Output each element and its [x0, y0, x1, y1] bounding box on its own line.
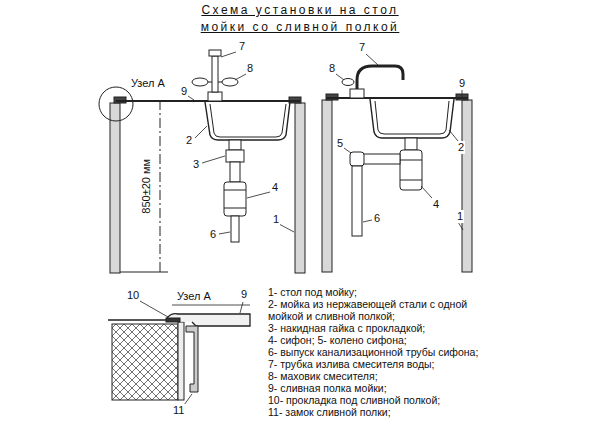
valve	[192, 78, 208, 86]
siphon	[400, 150, 422, 190]
dimension: 850±20 мм	[140, 158, 153, 215]
table-edge	[178, 322, 184, 400]
outlet-pipe	[231, 216, 239, 242]
callout-number: 11	[172, 404, 185, 417]
gasket	[166, 318, 180, 322]
legend-text: 6- выпуск канализационной трубы сифона;	[268, 347, 483, 359]
sink-shelf	[326, 97, 468, 99]
callout-number: 4	[271, 181, 279, 194]
callout-number: 7	[238, 40, 246, 53]
callout-number: 1	[272, 213, 280, 226]
callout-number: 2	[457, 141, 465, 154]
callout-number: 6	[209, 228, 217, 241]
drain	[229, 140, 241, 150]
table-wall	[110, 103, 120, 273]
sink-bowl	[370, 99, 454, 138]
legend-text: 7- трубка излива смесителя воды;	[268, 359, 483, 371]
sink-bowl	[205, 102, 290, 140]
sink-shelf-section	[108, 314, 250, 326]
detail-label: Узел А	[176, 290, 212, 303]
valve	[222, 78, 238, 86]
pipe	[230, 162, 240, 182]
legend-text: 11- замок сливной полки;	[268, 407, 483, 419]
callout-number: 9	[458, 77, 466, 90]
extension-line	[120, 272, 168, 273]
legend-text: 4- сифон; 5- колено сифона;	[268, 335, 483, 347]
table-wall	[295, 103, 305, 273]
faucet-base	[350, 89, 364, 98]
outlet-pipe	[352, 166, 362, 236]
title: Схема установки на стол мойки со сливной…	[180, 2, 420, 36]
clip	[186, 326, 198, 392]
callout-number: 10	[126, 289, 140, 302]
sink-bowl-inner	[210, 104, 286, 137]
callout-number: 3	[192, 158, 200, 171]
callout-number: 5	[336, 137, 344, 150]
faucet-base	[208, 92, 222, 101]
nut	[226, 150, 244, 162]
callout-number: 9	[240, 288, 248, 301]
callout-number: 7	[358, 41, 366, 54]
legend-text: 3- накидная гайка с прокладкой;	[268, 323, 483, 335]
dimension-line	[160, 100, 161, 272]
callout-number: 2	[185, 134, 193, 147]
faucet-spout	[357, 66, 403, 89]
table-wall	[462, 100, 472, 272]
callout-number: 6	[373, 212, 381, 225]
legend-text: 1- стол под мойку;	[268, 287, 483, 299]
detail-label: Узел А	[130, 77, 166, 90]
legend-text: 8- маховик смесителя;	[268, 371, 483, 383]
callout-number: 9	[180, 85, 188, 98]
siphon	[224, 182, 246, 216]
table-wall	[322, 100, 332, 272]
callout-number: 8	[246, 62, 254, 75]
faucet-spout	[209, 50, 221, 56]
faucet-stem	[212, 56, 218, 92]
legend-text: 9- сливная полка мойки;	[268, 383, 483, 395]
detail-circle	[99, 87, 133, 121]
callout-number: 1	[456, 210, 464, 223]
legend-text: 2- мойка из нержавеющей стали с одной мо…	[268, 299, 483, 322]
table-section	[112, 324, 178, 400]
callout-number: 4	[432, 198, 440, 211]
callout-number: 8	[328, 62, 336, 75]
legend-text: 10- прокладка под сливной полкой;	[268, 395, 483, 407]
